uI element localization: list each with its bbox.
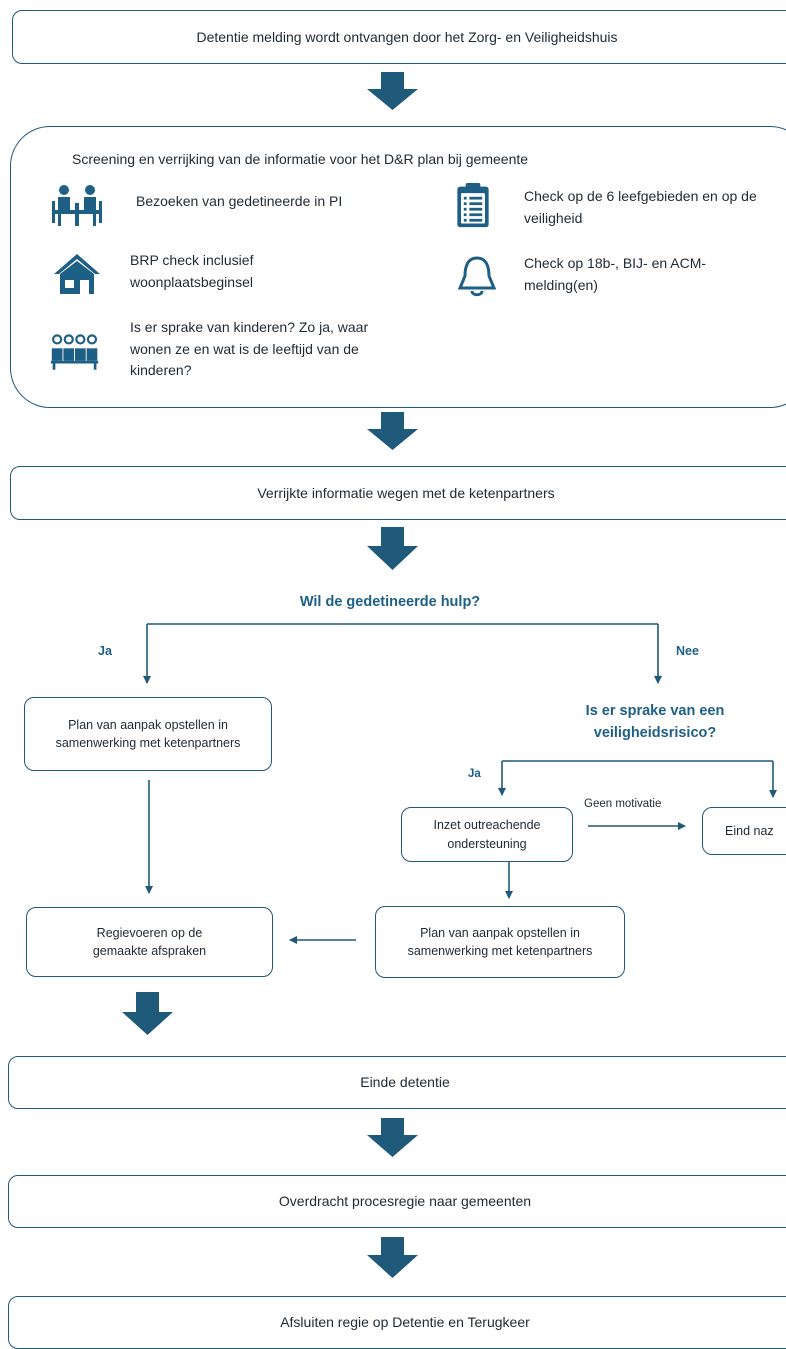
block-arrow-3 — [367, 527, 418, 570]
left-plan-van-aanpak: Plan van aanpak opstellen in samenwerkin… — [24, 697, 272, 771]
step-afsluiten-label: Afsluiten regie op Detentie en Terugkeer — [280, 1314, 530, 1331]
clipboard-icon — [457, 183, 489, 228]
block-arrow-4 — [122, 992, 173, 1035]
step-afsluiten: Afsluiten regie op Detentie en Terugkeer — [8, 1296, 786, 1349]
step-overdracht: Overdracht procesregie naar gemeenten — [8, 1175, 786, 1228]
eind-box: Eind naz — [702, 807, 786, 855]
decision-veiligheidsrisico: Is er sprake van een veiligheidsrisico? — [585, 703, 725, 741]
step-einde-detentie-label: Einde detentie — [360, 1074, 450, 1091]
outreach-label: Inzet outreachende ondersteuning — [433, 818, 541, 851]
bell-icon — [457, 256, 497, 297]
meeting-icon — [52, 185, 102, 226]
screening-item-bezoeken: Bezoeken van gedetineerde in PI — [136, 193, 343, 209]
house-icon — [54, 254, 100, 294]
regievoeren-box: Regievoeren op de gemaakte afspraken — [26, 907, 273, 977]
step-overdracht-label: Overdracht procesregie naar gemeenten — [278, 1193, 532, 1210]
label-ja-2: Ja — [468, 768, 481, 780]
screening-item-brp: BRP check inclusief woonplaatsbeginsel — [130, 252, 254, 290]
regievoeren-label: Regievoeren op de gemaakte afspraken — [92, 925, 207, 958]
children-icon — [50, 334, 99, 370]
screening-item-leefgebieden: Check op de 6 leefgebieden en op de veil… — [524, 188, 757, 226]
decision-wil-hulp: Wil de gedetineerde hulp? — [299, 594, 481, 610]
screening-title: Screening en verrijking van de informati… — [72, 151, 529, 167]
outreach-box: Inzet outreachende ondersteuning — [401, 807, 573, 862]
step-verrijkte-informatie-label: Verrijkte informatie wegen met de ketenp… — [257, 484, 555, 501]
label-geen-motivatie: Geen motivatie — [584, 798, 662, 810]
right-plan-van-aanpak: Plan van aanpak opstellen in samenwerkin… — [375, 906, 625, 978]
step-detentie-melding-label: Detentie melding wordt ontvangen door he… — [196, 28, 618, 45]
screening-item-kinderen: Is er sprake van kinderen? Zo ja, waar w… — [130, 319, 369, 379]
step-einde-detentie: Einde detentie — [8, 1056, 786, 1109]
block-arrow-5 — [367, 1118, 418, 1157]
label-nee-1: Nee — [676, 644, 699, 658]
eind-label: Eind naz — [725, 823, 774, 838]
block-arrow-1 — [367, 72, 418, 110]
step-detentie-melding: Detentie melding wordt ontvangen door he… — [12, 10, 786, 64]
screening-container — [10, 126, 786, 408]
step-verrijkte-informatie: Verrijkte informatie wegen met de ketenp… — [10, 466, 786, 520]
screening-item-melding: Check op 18b-, BIJ- en ACM-melding(en) — [524, 255, 707, 293]
block-arrow-6 — [367, 1237, 418, 1278]
left-plan-van-aanpak-label: Plan van aanpak opstellen in samenwerkin… — [55, 717, 241, 750]
right-plan-van-aanpak-label: Plan van aanpak opstellen in samenwerkin… — [407, 925, 593, 958]
label-ja-1: Ja — [98, 644, 112, 658]
block-arrow-2 — [367, 412, 418, 450]
